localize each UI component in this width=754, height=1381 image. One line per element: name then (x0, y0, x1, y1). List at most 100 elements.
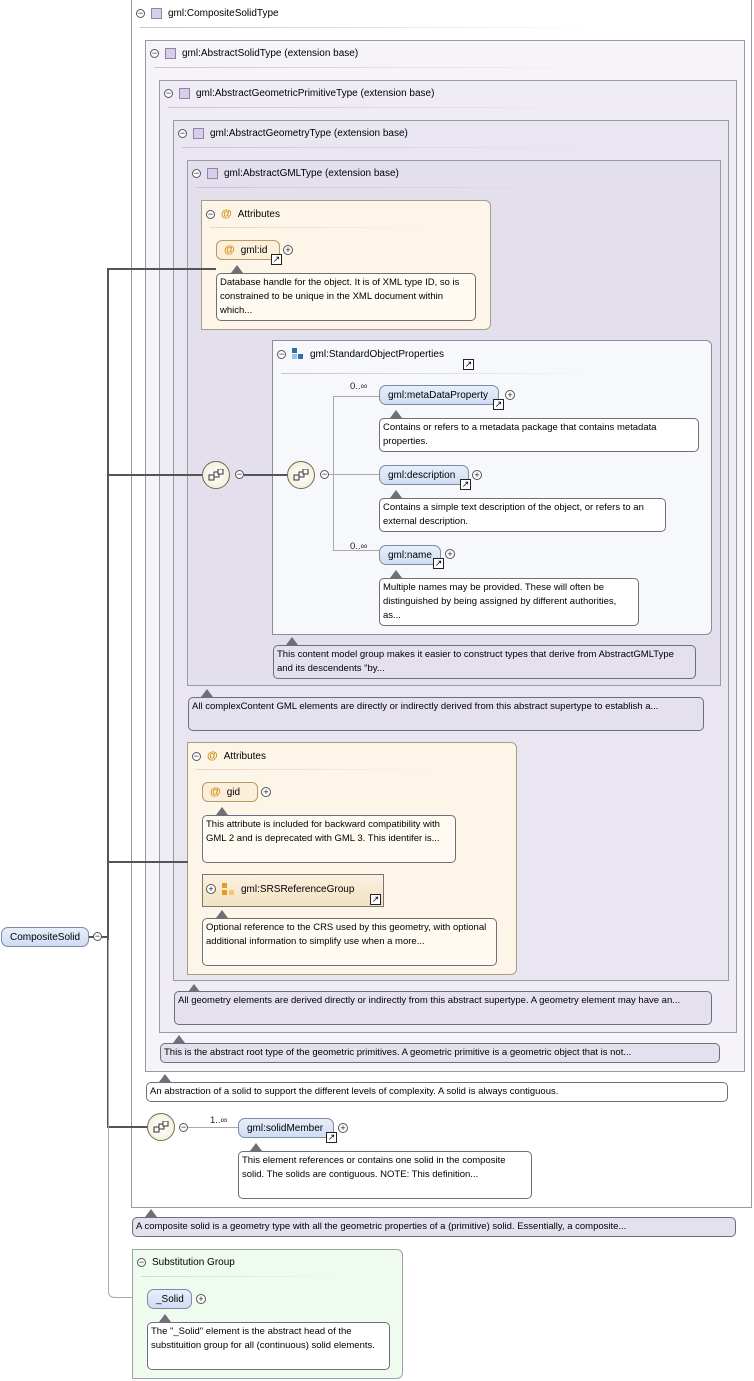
plus-circle-icon[interactable]: + (206, 884, 216, 894)
link-arrow-icon[interactable]: ↗ (326, 1132, 337, 1143)
connector (188, 1127, 238, 1128)
collapse-icon[interactable]: − (137, 1257, 146, 1267)
composite-type-header: − gml:CompositeSolidType (136, 8, 279, 19)
solidmember-doc: This element references or contains one … (238, 1151, 532, 1199)
plus-circle-icon[interactable]: + (261, 787, 271, 797)
root-label: CompositeSolid (10, 931, 81, 943)
divider (154, 67, 594, 68)
element-solidmember[interactable]: gml:solidMember (238, 1118, 334, 1138)
collapse-icon[interactable]: − (206, 208, 215, 219)
primitive-type-doc: This is the abstract root type of the ge… (160, 1043, 720, 1063)
attribute-label: gid (226, 786, 241, 798)
divider (196, 187, 576, 188)
doc-pointer (286, 637, 298, 645)
cardinality-label: 0..∞ (350, 381, 368, 392)
geometry-type-label: gml:AbstractGeometryType (extension base… (210, 128, 408, 139)
sequence-icon (202, 461, 230, 489)
link-arrow-icon[interactable]: ↗ (370, 894, 381, 905)
geometry-type-header: − gml:AbstractGeometryType (extension ba… (178, 128, 408, 139)
plus-circle-icon[interactable]: + (505, 390, 515, 400)
element-label: _Solid (156, 1293, 184, 1305)
doc-pointer (159, 1074, 171, 1082)
element-label: gml:name (388, 549, 432, 561)
doc-pointer (216, 910, 228, 918)
model-group-icon (292, 348, 303, 359)
doc-pointer (390, 490, 402, 498)
connector (244, 474, 287, 476)
collapse-icon[interactable]: − (93, 931, 102, 941)
link-arrow-icon[interactable]: ↗ (433, 558, 444, 569)
cardinality-label: 1..∞ (210, 1115, 228, 1126)
substitution-group-title: Substitution Group (152, 1257, 235, 1268)
gml-type-label: gml:AbstractGMLType (extension base) (224, 168, 399, 179)
at-sign-icon: @ (207, 750, 218, 762)
plus-circle-icon[interactable]: + (283, 245, 293, 255)
doc-pointer (188, 984, 200, 992)
element-description[interactable]: gml:description (379, 465, 469, 485)
element-label: gml:description (388, 469, 456, 481)
substitution-connector (108, 940, 109, 1290)
plus-circle-icon[interactable]: + (445, 549, 455, 559)
collapse-icon[interactable]: − (178, 128, 187, 138)
sequence-icon (287, 461, 315, 489)
collapse-icon[interactable]: − (164, 88, 173, 98)
complex-type-icon (151, 8, 162, 19)
doc-pointer (145, 1209, 157, 1217)
element-metadataproperty[interactable]: gml:metaDataProperty (379, 385, 499, 405)
collapse-icon[interactable]: − (277, 348, 286, 359)
doc-pointer (201, 689, 213, 697)
doc-pointer (216, 807, 228, 815)
at-sign-icon: @ (210, 786, 221, 798)
complex-type-icon (165, 48, 176, 59)
attribute-gml-id[interactable]: @ gml:id (216, 240, 280, 260)
link-arrow-icon[interactable]: ↗ (460, 479, 471, 490)
plus-circle-icon[interactable]: + (338, 1123, 348, 1133)
solid-doc: The "_Solid" element is the abstract hea… (147, 1322, 390, 1370)
element-label: gml:solidMember (247, 1122, 324, 1134)
name-doc: Multiple names may be provided. These wi… (379, 578, 639, 626)
element-name[interactable]: gml:name (379, 545, 441, 565)
element-solid[interactable]: _Solid (147, 1289, 192, 1309)
link-arrow-icon[interactable]: ↗ (463, 359, 474, 370)
divider (196, 769, 436, 770)
collapse-icon[interactable]: − (136, 8, 145, 18)
plus-circle-icon[interactable]: + (196, 1294, 206, 1304)
connector (108, 474, 202, 476)
attributes-header: − @ Attributes (206, 208, 280, 220)
collapse-icon[interactable]: − (150, 48, 159, 58)
complex-type-icon (207, 168, 218, 179)
plus-circle-icon[interactable]: + (472, 470, 482, 480)
collapse-icon[interactable]: − (235, 469, 244, 479)
connector (108, 268, 216, 270)
doc-pointer (390, 410, 402, 418)
attribute-group-icon (222, 883, 234, 895)
attributes-title: Attributes (237, 208, 280, 220)
divider (210, 227, 430, 228)
attribute-gid[interactable]: @ gid (202, 782, 258, 802)
divider (281, 373, 601, 374)
connector (108, 861, 188, 863)
at-sign-icon: @ (221, 208, 232, 220)
collapse-icon[interactable]: − (320, 469, 329, 479)
doc-pointer (159, 1314, 171, 1322)
at-sign-icon: @ (224, 244, 235, 256)
primitive-type-label: gml:AbstractGeometricPrimitiveType (exte… (196, 88, 435, 99)
attribute-group-header: + gml:SRSReferenceGroup (206, 883, 354, 895)
gml-id-doc: Database handle for the object. It is of… (216, 273, 476, 321)
element-label: gml:metaDataProperty (388, 389, 489, 401)
divider (168, 107, 588, 108)
collapse-icon[interactable]: − (192, 750, 201, 761)
collapse-icon[interactable]: − (179, 1122, 188, 1132)
link-arrow-icon[interactable]: ↗ (493, 399, 504, 410)
substitution-group-header: − Substitution Group (137, 1257, 235, 1268)
composite-type-label: gml:CompositeSolidType (168, 8, 279, 19)
description-doc: Contains a simple text description of th… (379, 498, 666, 532)
group-doc: This content model group makes it easier… (273, 645, 696, 679)
root-element[interactable]: CompositeSolid (1, 927, 89, 947)
collapse-icon[interactable]: − (192, 168, 201, 178)
complex-type-icon (179, 88, 190, 99)
cardinality-label: 0..∞ (350, 541, 368, 552)
sequence-icon (147, 1113, 175, 1141)
doc-pointer (173, 1035, 185, 1043)
link-arrow-icon[interactable]: ↗ (271, 254, 282, 265)
